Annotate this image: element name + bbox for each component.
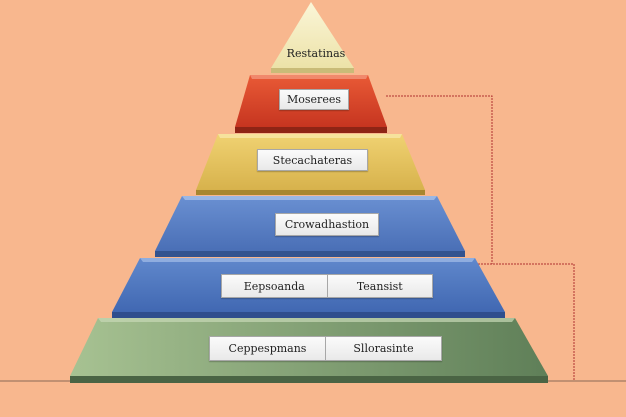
level-top-label: Restatinas [286,46,346,60]
level-fifth-label-box: Eepsoanda Teansist [221,274,433,298]
level-third-label: Stecachateras [257,149,368,171]
level-top [271,2,354,73]
level-base-label-box: Ceppespmans Sllorasinte [209,336,442,361]
connector-line-upper [386,95,493,264]
level-second-label: Moserees [279,89,349,110]
level-base-label-left: Ceppespmans [228,342,307,355]
level-fourth-label: Crowadhastion [275,213,379,236]
level-fifth-label-left: Eepsoanda [243,279,305,293]
level-base-label-right: Sllorasinte [325,337,441,360]
level-fifth-label-right: Teansist [326,275,433,297]
